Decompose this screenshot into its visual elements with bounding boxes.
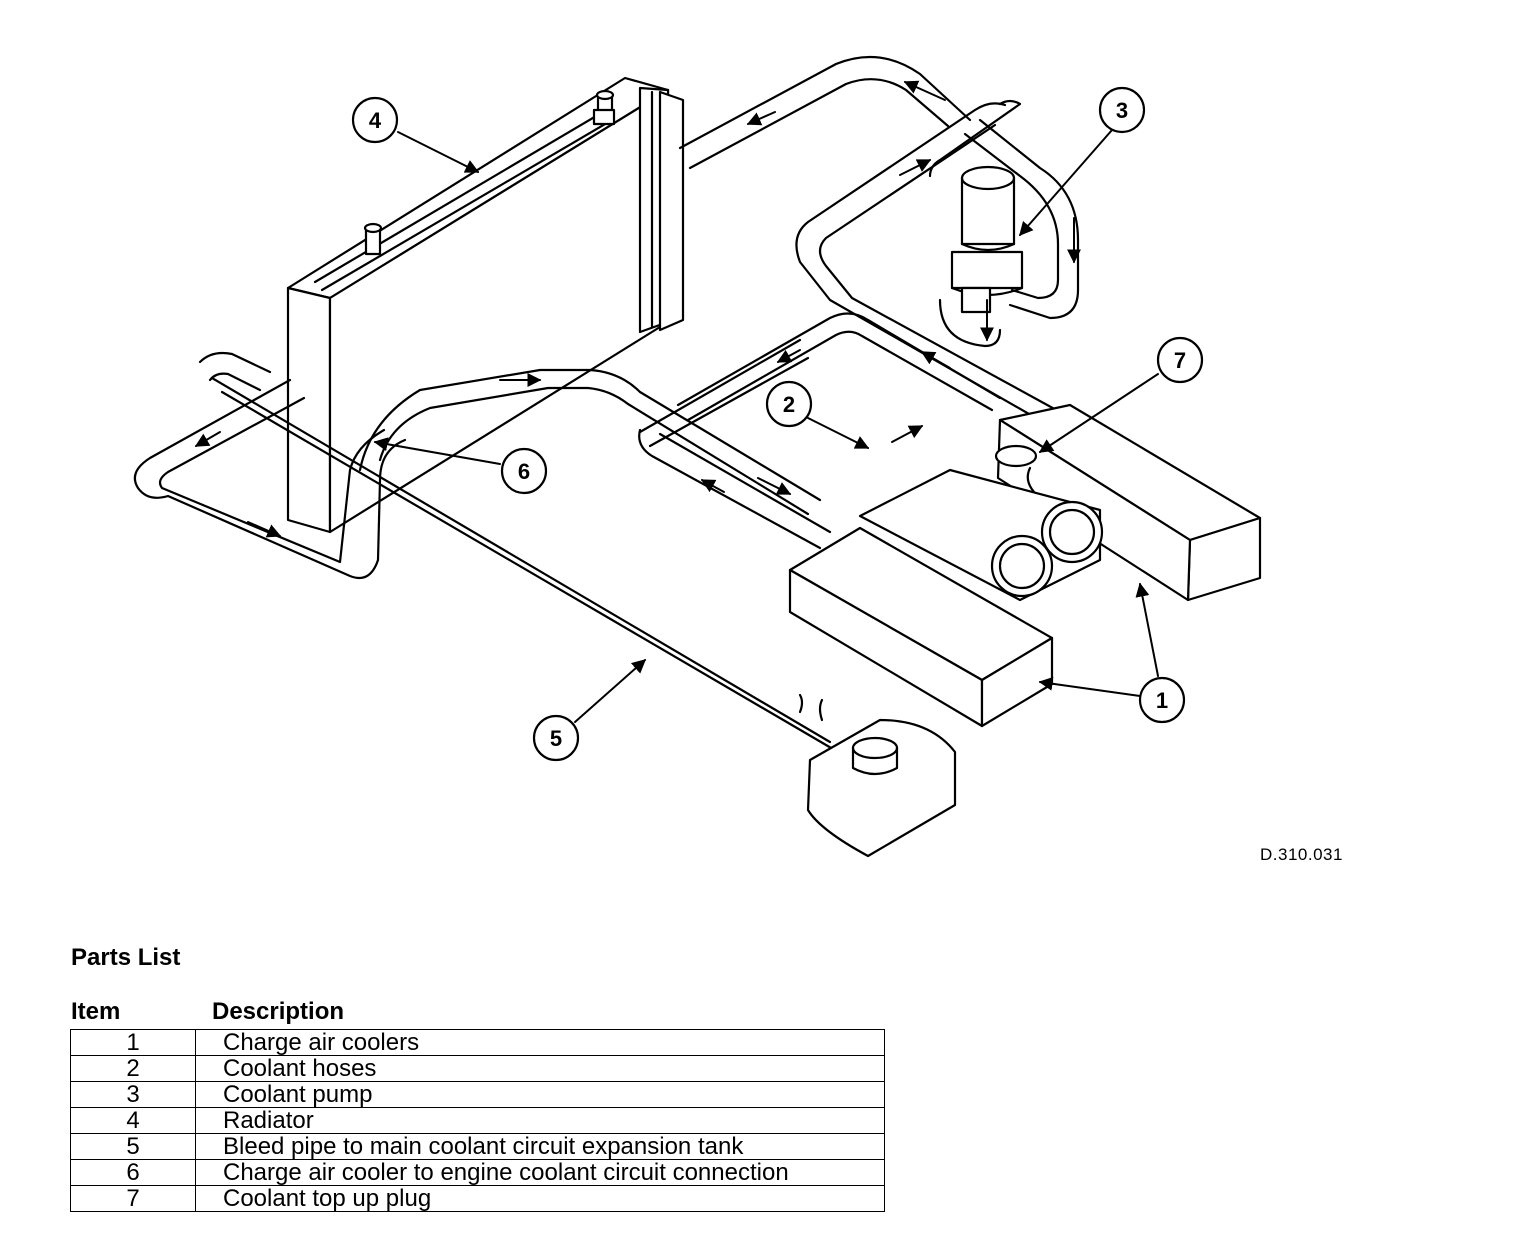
flow-arrows xyxy=(194,80,1081,538)
table-row: 5 Bleed pipe to main coolant circuit exp… xyxy=(70,1133,885,1160)
callout-leaders xyxy=(373,129,1159,723)
svg-text:5: 5 xyxy=(550,726,562,751)
callout-6: 6 xyxy=(500,447,548,495)
pump-hose-loop xyxy=(963,118,1080,320)
item-description: Radiator xyxy=(195,1107,885,1134)
table-row: 3 Coolant pump xyxy=(70,1081,885,1108)
item-column-header: Item xyxy=(71,998,121,1025)
table-row: 4 Radiator xyxy=(70,1107,885,1134)
item-number: 1 xyxy=(70,1029,196,1056)
svg-text:1: 1 xyxy=(1156,688,1168,713)
item-description: Charge air coolers xyxy=(195,1029,885,1056)
parts-list-title: Parts List xyxy=(71,944,181,971)
diagram-reference-code: D.310.031 xyxy=(1260,845,1343,864)
callout-2: 2 xyxy=(765,380,813,428)
svg-text:7: 7 xyxy=(1174,348,1186,373)
item-number: 4 xyxy=(70,1107,196,1134)
table-row: 2 Coolant hoses xyxy=(70,1055,885,1082)
callout-7: 7 xyxy=(1156,336,1204,384)
pipe-break-mark xyxy=(798,693,824,722)
item-number: 3 xyxy=(70,1081,196,1108)
coolant-hoses xyxy=(638,312,1002,448)
upper-coolant-hose xyxy=(678,55,972,170)
radiator xyxy=(286,76,685,534)
description-column-header: Description xyxy=(212,998,345,1025)
coolant-top-up-plug xyxy=(994,444,1038,494)
callout-1: 1 xyxy=(1138,676,1186,724)
coolant-pump xyxy=(950,165,1024,314)
item-number: 7 xyxy=(70,1185,196,1212)
callout-4: 4 xyxy=(351,96,399,144)
item-number: 2 xyxy=(70,1055,196,1082)
svg-text:2: 2 xyxy=(783,392,795,417)
item-description: Bleed pipe to main coolant circuit expan… xyxy=(195,1133,885,1160)
cooling-system-diagram: 1 2 3 4 5 6 7 xyxy=(133,55,1262,858)
svg-text:4: 4 xyxy=(369,108,382,133)
pump-to-cooler-hose xyxy=(795,102,1062,428)
table-row: 7 Coolant top up plug xyxy=(70,1185,885,1212)
item-description: Coolant pump xyxy=(195,1081,885,1108)
charge-air-coolers xyxy=(788,403,1262,728)
item-number: 5 xyxy=(70,1133,196,1160)
callout-5: 5 xyxy=(532,714,580,762)
parts-table: 1 Charge air coolers 2 Coolant hoses 3 C… xyxy=(70,1029,885,1212)
expansion-tank xyxy=(806,718,957,858)
svg-text:3: 3 xyxy=(1116,98,1128,123)
lower-radiator-hose xyxy=(133,378,407,580)
callout-3: 3 xyxy=(1098,86,1146,134)
table-row: 6 Charge air cooler to engine coolant ci… xyxy=(70,1159,885,1186)
bleed-return-hose xyxy=(198,351,272,392)
main-cooler-supply-hose xyxy=(358,368,822,516)
item-description: Coolant top up plug xyxy=(195,1185,885,1212)
table-row: 1 Charge air coolers xyxy=(70,1029,885,1056)
cooler-return-hose xyxy=(638,428,832,550)
bleed-pipe xyxy=(210,376,840,754)
item-number: 6 xyxy=(70,1159,196,1186)
svg-text:6: 6 xyxy=(518,459,530,484)
item-description: Coolant hoses xyxy=(195,1055,885,1082)
item-description: Charge air cooler to engine coolant circ… xyxy=(195,1159,885,1186)
